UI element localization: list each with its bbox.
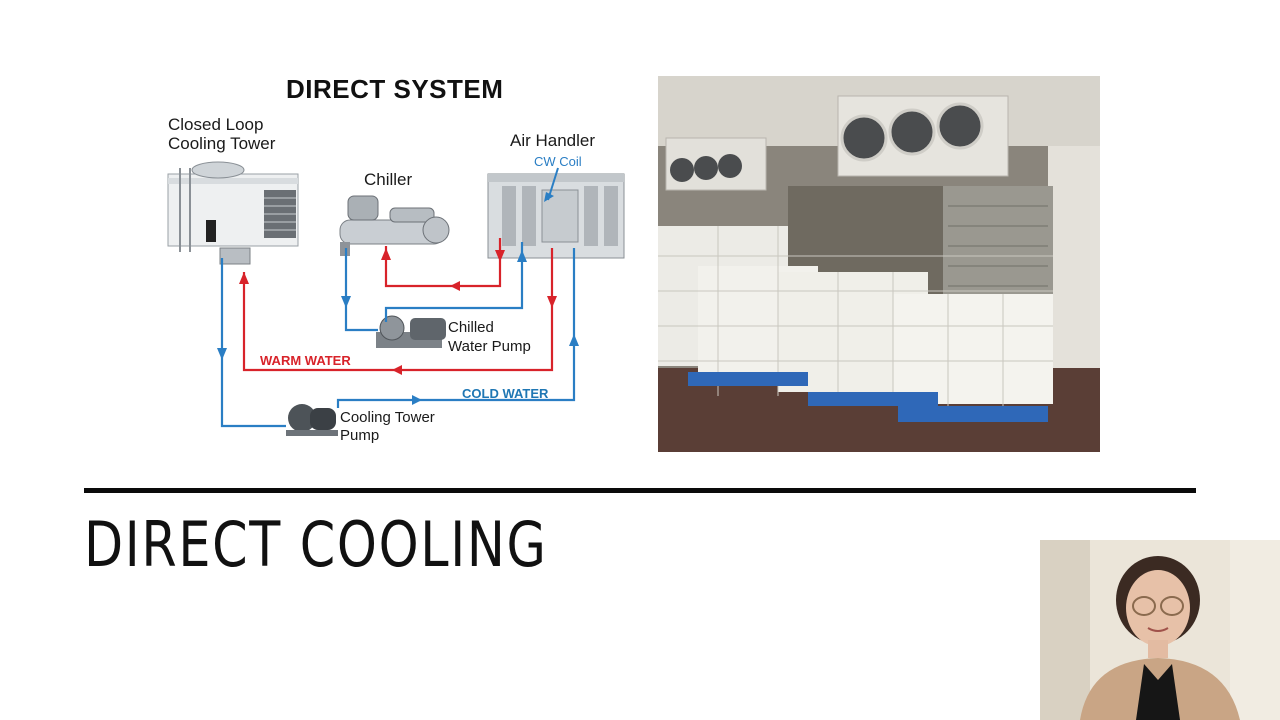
air-handler-label: Air Handler bbox=[510, 131, 596, 150]
cw-coil-label: CW Coil bbox=[534, 154, 582, 169]
tower-pump-label-line2: Pump bbox=[340, 427, 380, 444]
cold-water-pipes bbox=[220, 242, 576, 428]
chilled-water-pump-illustration bbox=[376, 315, 446, 348]
cooling-tower-illustration bbox=[167, 161, 299, 265]
cooling-tower-label-line1: Closed Loop bbox=[168, 115, 264, 134]
cold-water-label: COLD WATER bbox=[462, 386, 549, 401]
tower-pump-label-line1: Cooling Tower bbox=[340, 409, 435, 426]
chilled-pump-label-line2: Water Pump bbox=[448, 338, 531, 355]
divider-rule bbox=[84, 488, 1196, 493]
diagram-graphics bbox=[167, 161, 625, 436]
cooling-tower-pump-illustration bbox=[286, 404, 338, 436]
cooling-tower-label-line2: Cooling Tower bbox=[168, 134, 276, 153]
air-handler-illustration bbox=[487, 167, 625, 259]
presenter-webcam-illustration bbox=[1040, 540, 1280, 720]
diagram-title: DIRECT SYSTEM bbox=[286, 74, 504, 104]
chiller-illustration bbox=[339, 195, 450, 256]
chiller-label: Chiller bbox=[364, 170, 413, 189]
slide-heading: DIRECT COOLING bbox=[84, 508, 548, 581]
direct-system-diagram: DIRECT SYSTEM Closed Loop Cooling Tower … bbox=[160, 72, 640, 452]
warm-water-arrows bbox=[239, 248, 557, 375]
cold-storage-room-photo bbox=[658, 76, 1100, 452]
cold-storage-photo-illustration bbox=[658, 76, 1100, 452]
cold-water-arrows bbox=[217, 250, 579, 405]
warm-water-label: WARM WATER bbox=[260, 353, 351, 368]
chilled-pump-label-line1: Chilled bbox=[448, 319, 494, 336]
presenter-webcam bbox=[1040, 540, 1280, 720]
